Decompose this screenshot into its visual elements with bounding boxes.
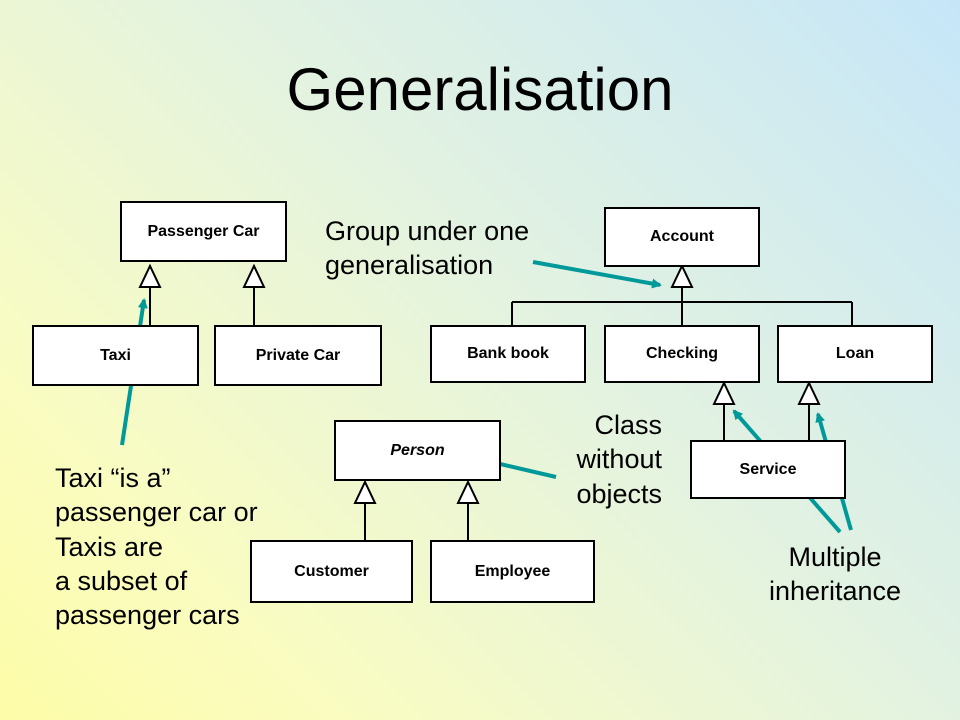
private-car-generalisation-triangle [242, 263, 266, 288]
taxi-note-line: Taxis are [55, 531, 164, 562]
class-service: Service [690, 440, 846, 499]
multi-note-line: inheritance [768, 576, 902, 607]
multi-note-line: Multiple [788, 542, 882, 572]
page-title: Generalisation [286, 56, 674, 123]
taxi-note-line: a subset of [55, 565, 188, 596]
group-note-line: Group under one [325, 216, 530, 246]
group-note-line: generalisation [325, 250, 494, 281]
taxi-note-line: passenger car or [55, 497, 258, 528]
checking-generalisation-triangle [712, 380, 736, 405]
taxi-is-a-note: Taxi “is a” passenger car or Taxis are a… [55, 461, 258, 632]
taxi-note-line: passenger cars [55, 600, 240, 631]
group-generalisation-note: Group under one generalisation [325, 214, 529, 283]
abstract-class-note: Class without objects [540, 408, 662, 511]
employee-generalisation-triangle [456, 479, 480, 504]
account-generalisation-triangle [670, 263, 694, 288]
class-checking: Checking [604, 325, 760, 383]
class-employee: Employee [430, 540, 595, 603]
class-passenger-car: Passenger Car [120, 201, 287, 262]
class-person: Person [334, 420, 501, 481]
abstract-note-line: objects [576, 478, 662, 509]
loan-generalisation-triangle [797, 380, 821, 405]
class-account: Account [604, 207, 760, 267]
class-taxi: Taxi [32, 325, 199, 386]
class-bank-book: Bank book [430, 325, 586, 383]
generalisation-lines [138, 263, 853, 540]
class-private-car: Private Car [214, 325, 382, 386]
group-callout-arrow [532, 260, 662, 289]
multiple-inheritance-note: Multiple inheritance [750, 540, 920, 609]
customer-generalisation-triangle [353, 479, 377, 504]
abstract-note-line: Class [594, 410, 662, 440]
abstract-note-line: without [576, 444, 662, 475]
class-loan: Loan [777, 325, 933, 383]
taxi-note-line: Taxi “is a” [55, 463, 171, 493]
taxi-generalisation-triangle [138, 263, 162, 288]
class-customer: Customer [250, 540, 413, 603]
